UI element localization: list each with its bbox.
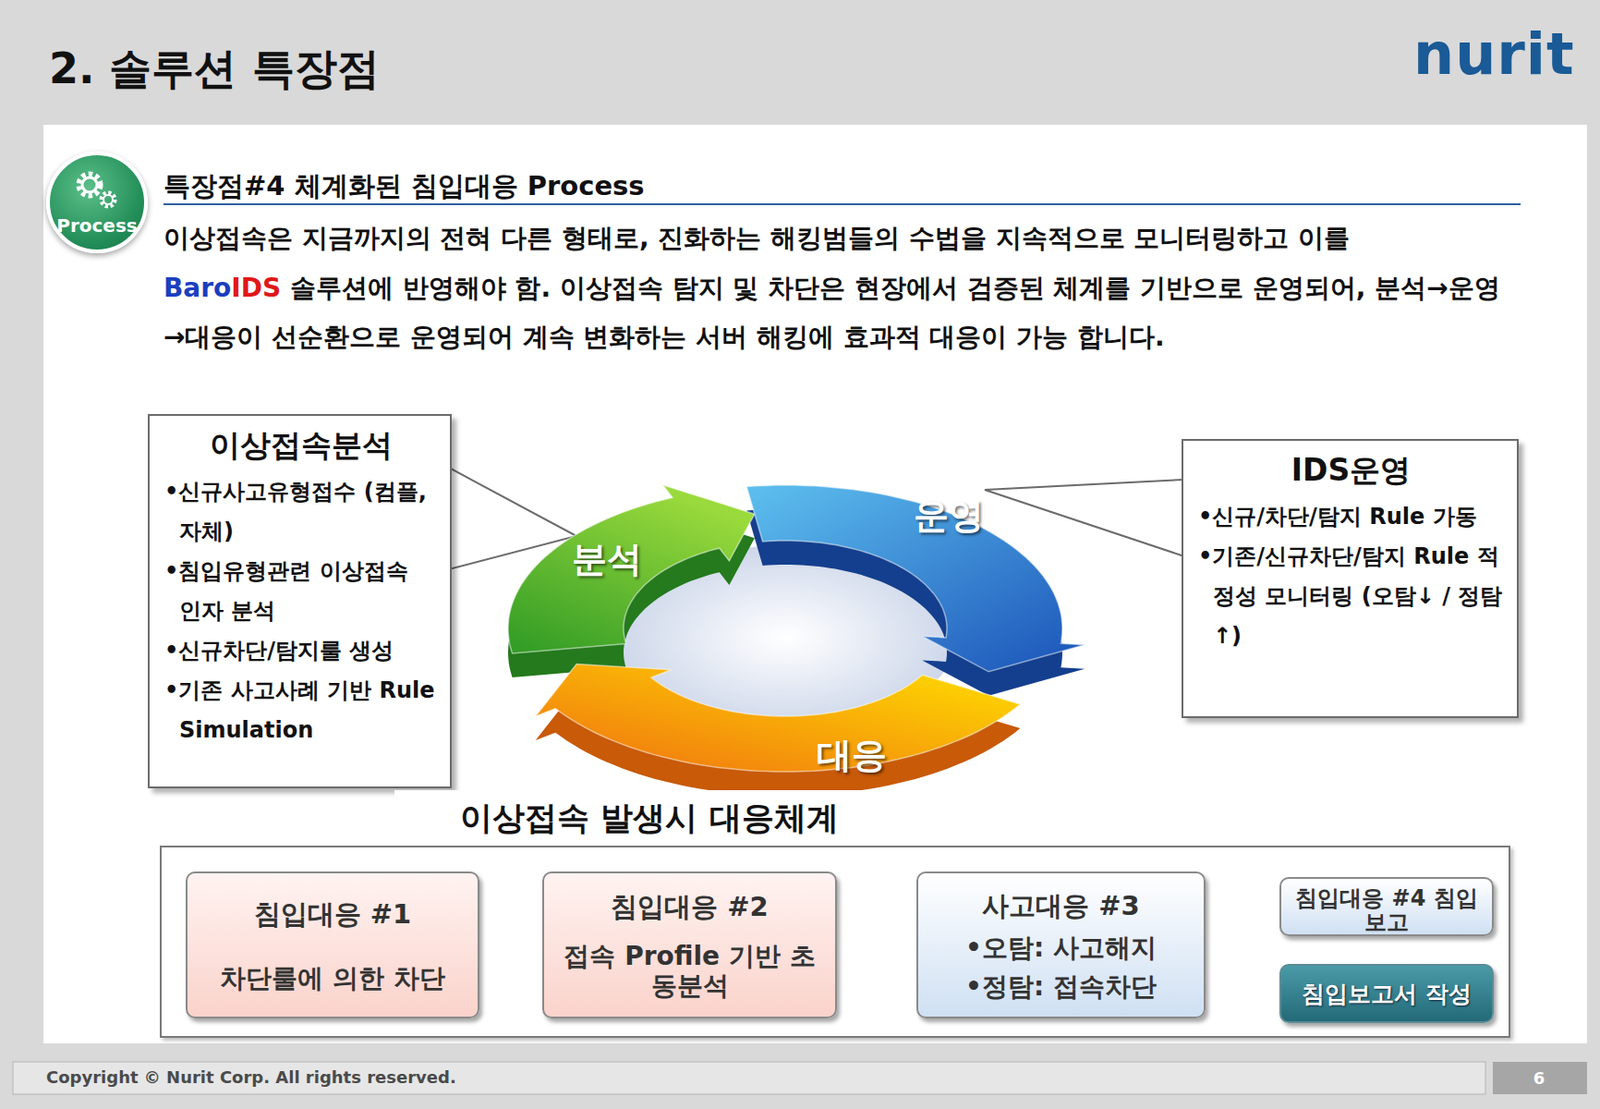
body-text: 이상접속은 지금까지의 전혀 다른 형태로, 진화하는 해킹범들의 수법을 지속…: [163, 219, 1350, 257]
copyright: Copyright © Nurit Corp. All rights reser…: [46, 1066, 457, 1087]
box-text: •정탐: 접속차단: [965, 971, 1157, 1002]
box-title: 침입보고서 작성: [1301, 978, 1472, 1009]
page-title: 2. 솔루션 특장점: [48, 40, 380, 98]
page-number-box: [1492, 1061, 1588, 1094]
callout-title: IDS운영: [1198, 449, 1504, 492]
box-title: 침입대응 #2: [610, 888, 769, 926]
gear: [101, 193, 115, 207]
cycle-label: 대응: [816, 731, 887, 779]
box-title: 사고대응 #3: [981, 887, 1140, 925]
gear-icon: [69, 164, 125, 217]
cycle-arrows: [508, 484, 1085, 796]
response-panel: 이상접속 발생시 대응체계침입대응 #1차단룰에 의한 차단침입대응 #2접속 …: [159, 845, 1511, 1038]
product-name: IDS: [230, 272, 281, 304]
body-paragraph: BaroIDS솔루션에 반영해야 함. 이상접속 탐지 및 차단은 현장에서 검…: [163, 263, 1513, 362]
box-title: 침입대응 #1: [254, 896, 413, 934]
bullet-item: •신규/차단/탐지 Rule 가동: [1198, 496, 1504, 537]
box-text: •오탐: 사고해지: [965, 933, 1157, 963]
bullet-item: •기존/신규차단/탐지 Rule 적정성 모니터링 (오탐↓ / 정탐↑): [1198, 536, 1504, 656]
cycle-arrow: [746, 484, 1085, 672]
callout-title: 이상접속분석: [164, 424, 437, 467]
box-text: 접속 Profile 기반 초동분석: [553, 941, 826, 1001]
process-box: 침입대응 #1 차단룰에 의한 차단: [185, 871, 480, 1019]
process-box: 침입보고서 작성: [1279, 963, 1494, 1023]
gear: [79, 174, 100, 195]
process-box: 침입대응 #4 침입보고: [1279, 876, 1494, 936]
gear: [82, 177, 97, 193]
bullet-item: •신규사고유형접수 (컴플, 자체): [164, 472, 437, 552]
heading-rule: [163, 203, 1521, 206]
box-title: 침입대응 #4 침입보고: [1290, 885, 1483, 935]
callout-pointer: [984, 479, 1185, 557]
product-name: Baro: [163, 272, 231, 304]
cycle-arrow: [535, 664, 1021, 772]
process-icon: Process: [46, 151, 148, 254]
bullet-item: •신규차단/탐지룰 생성: [164, 630, 437, 671]
panel-heading: 이상접속 발생시 대응체계: [394, 789, 905, 846]
callout-box: IDS운영•신규/차단/탐지 Rule 가동•기존/신규차단/탐지 Rule 적…: [1181, 438, 1519, 718]
callout-box: 이상접속분석 •신규사고유형접수 (컴플, 자체)•침입유형관련 이상접속 인자 …: [147, 413, 452, 788]
content-panel: [43, 124, 1588, 1043]
cycle-arrow: [508, 484, 755, 654]
bullet-item: •기존 사고사례 기반 Rule Simulation: [164, 670, 437, 751]
body-text: 솔루션에 반영해야 함. 이상접속 탐지 및 차단은 현장에서 검증된 체계를 …: [163, 272, 1501, 352]
footer-bar: [12, 1061, 1486, 1094]
process-box: 사고대응 #3 •오탐: 사고해지 •정탐: 접속차단: [916, 871, 1206, 1019]
icon-label: Process: [56, 214, 138, 237]
cycle-label: 분석: [571, 535, 643, 583]
box-text: 차단룰에 의한 차단: [219, 963, 446, 994]
gear: [103, 194, 113, 205]
process-box: 침입대응 #2 접속 Profile 기반 초동분석: [542, 871, 837, 1019]
page-number: 6: [1533, 1067, 1546, 1088]
section-heading: 특장점#4 체계화된 침입대응 Process: [163, 168, 645, 206]
cycle-label: 운영: [913, 492, 984, 540]
bullet-item: •침입유형관련 이상접속 인자 분석: [164, 551, 437, 631]
logo: nurit: [1413, 20, 1576, 88]
